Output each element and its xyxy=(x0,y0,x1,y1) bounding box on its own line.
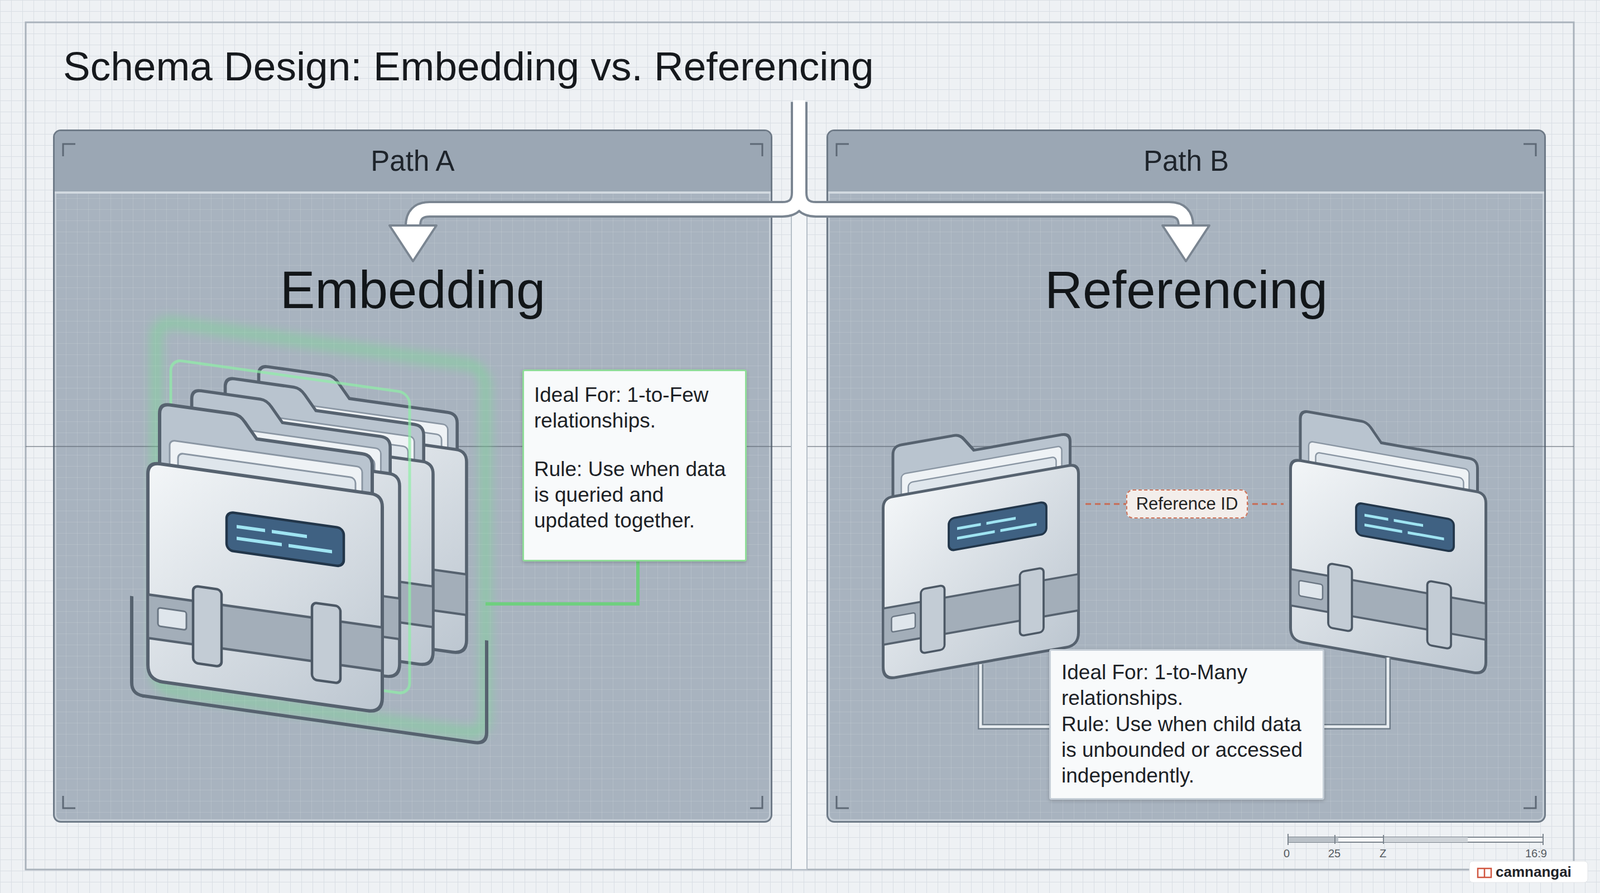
folder-icon xyxy=(1290,408,1487,675)
scale-bar xyxy=(1288,833,1544,845)
callout-text: Ideal For: 1-to-Few relationships. xyxy=(534,382,735,435)
watermark: camnangai xyxy=(1495,864,1572,879)
guide-line xyxy=(25,445,1574,448)
divider-strip xyxy=(791,102,807,870)
callout-box: Ideal For: 1-to-Few relationships. Rule: … xyxy=(522,369,747,562)
corner-marks xyxy=(63,143,1536,809)
scale-ratio: 16:9 xyxy=(1525,847,1547,859)
callout-text: Rule: Use when data is queried and updat… xyxy=(534,456,735,535)
leader-line xyxy=(980,657,1388,727)
scale-number: 25 xyxy=(1328,847,1341,859)
callout-text: Rule: Use when child data is unbounded o… xyxy=(1061,711,1313,790)
callout-text: Ideal For: 1-to-Many relationships. xyxy=(1061,659,1313,712)
leader-line xyxy=(485,561,638,604)
scale-number: 0 xyxy=(1283,847,1290,859)
reference-id-tag: Reference ID xyxy=(1126,489,1249,519)
split-arrow xyxy=(389,100,1210,262)
diagram-title: Schema Design: Embedding vs. Referencing xyxy=(63,45,874,87)
folder-icon xyxy=(883,413,1079,680)
scale-mark: Z xyxy=(1379,847,1387,859)
embedded-folder-stack xyxy=(131,316,487,744)
panel-header: Path A xyxy=(54,131,771,194)
outer-frame xyxy=(25,22,1574,870)
path-panel: Path A EmbeddingIdeal For: 1-to-Few relat… xyxy=(53,129,773,823)
watermark-badge xyxy=(1469,861,1588,883)
panel-heading: Referencing xyxy=(828,258,1545,323)
callout-box: Ideal For: 1-to-Many relationships.Rule:… xyxy=(1049,649,1325,800)
panel-heading: Embedding xyxy=(54,258,771,323)
tag-text: Reference ID xyxy=(1136,493,1239,514)
panel-header: Path B xyxy=(828,131,1545,194)
reference-link xyxy=(1085,503,1284,506)
path-panel: Path B ReferencingReference ID Ideal For: … xyxy=(826,129,1546,823)
